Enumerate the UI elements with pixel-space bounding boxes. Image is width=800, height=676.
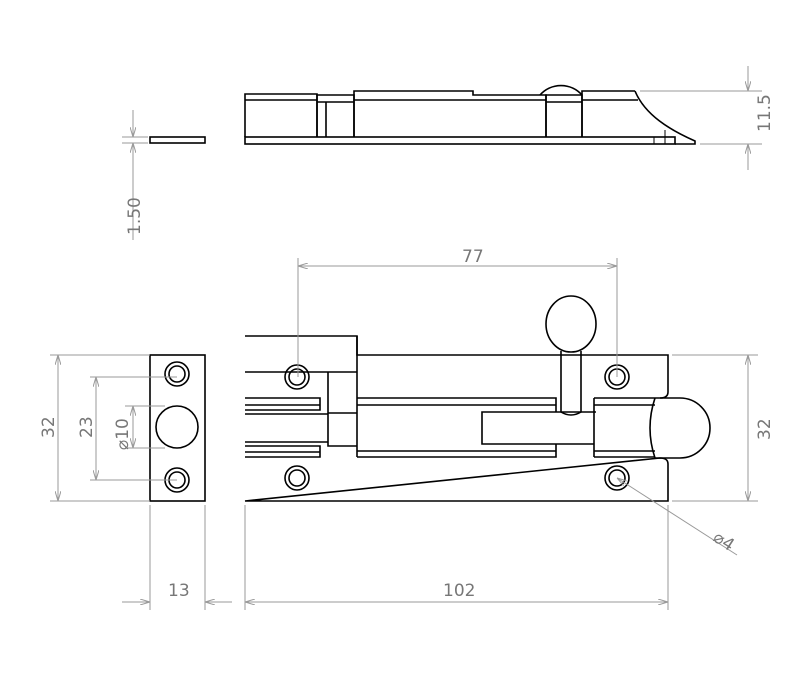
bolt-knob: [545, 295, 597, 353]
dim-label-11-5: 11.5: [755, 94, 775, 132]
bolt-front: [244, 295, 711, 502]
dim-strike-hole-spacing: 23: [77, 376, 177, 481]
dim-label-d4: ⌀4: [709, 527, 738, 555]
dim-label-1-50: 1.50: [125, 197, 145, 235]
dim-hole-spacing: 77: [297, 247, 618, 377]
strike-plate-side: [149, 136, 206, 144]
dim-label-d10: ⌀10: [113, 418, 133, 450]
dim-strike-height: 32: [39, 354, 150, 502]
dim-strike-hole-diameter: ⌀10: [113, 405, 165, 450]
dim-label-102: 102: [443, 581, 475, 601]
dim-strike-thickness: 1.50: [122, 110, 148, 240]
dim-bolt-width: 32: [672, 354, 775, 502]
bolt-side: [244, 84, 696, 145]
dim-label-32-left: 32: [39, 416, 59, 438]
dim-strike-width: 13: [122, 505, 232, 610]
dim-label-23: 23: [77, 416, 97, 438]
dim-label-32-right: 32: [755, 418, 775, 440]
dim-label-13: 13: [168, 581, 190, 601]
dim-bolt-length: 102: [244, 505, 669, 610]
dim-bolt-height: 11.5: [640, 66, 775, 170]
dim-screw-hole-diameter: ⌀4: [617, 478, 738, 556]
side-view: 1.50 11.5: [122, 66, 775, 240]
dim-label-77: 77: [462, 247, 484, 267]
